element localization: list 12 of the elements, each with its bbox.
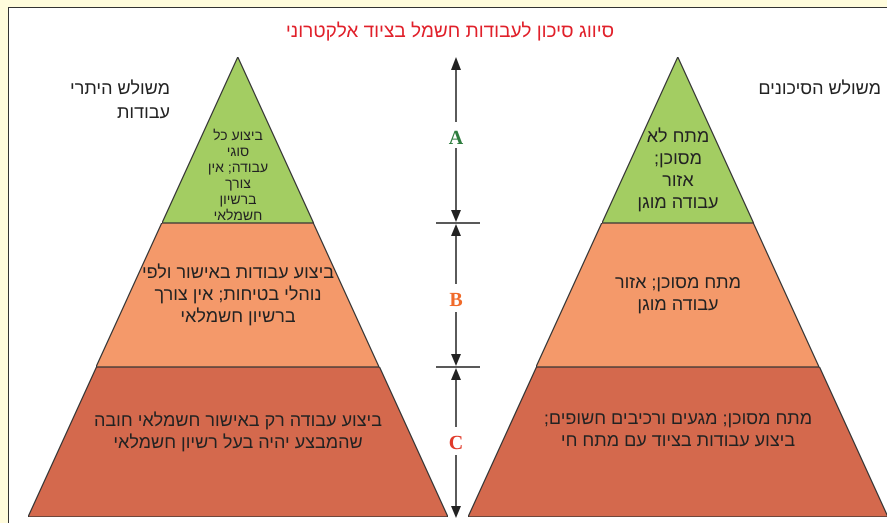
pyramid-heading: משולש הסיכונים [757, 77, 881, 100]
band-text: מתח לא מסוכן; אזור עבודה מוגן [636, 125, 719, 213]
diagram-title: סיווג סיכון לעבודות חשמל בציוד אלקטרוני [284, 20, 616, 44]
band-text: ביצוע עבודות באישור ולפי נוהלי בטיחות; אין צורך ברשיון חשמלאי [140, 261, 336, 327]
band-text: מתח מסוכן; אזור עבודה מוגן [614, 271, 742, 315]
band-text: ביצוע עבודה רק באישור חשמלאי חובה שהמבצע יהיה בעל רשיון חשמלאי [93, 409, 383, 453]
band-text: ביצוע כל סוגי עבודה; אין צורך ברשיון חשמלאי [206, 127, 270, 223]
band-text: מתח מסוכן; מגעים ורכיבים חשופים; ביצוע עבודות בציוד עם מתח חי [542, 407, 814, 451]
zone-letter: A [448, 126, 464, 151]
pyramid-heading: משולש היתרי עבודות [69, 77, 170, 124]
zone-letter: C [448, 431, 464, 456]
zone-letter: B [448, 288, 464, 313]
